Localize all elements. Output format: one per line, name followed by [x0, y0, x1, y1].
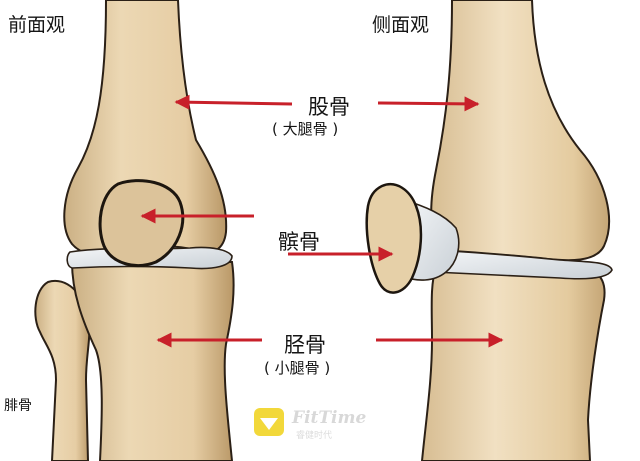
arrow-femur-left: [174, 94, 293, 110]
side-view-title: 侧面观: [372, 14, 430, 36]
meniscus-side: [431, 249, 613, 280]
femur-side: [430, 0, 611, 262]
tibia-front: [70, 261, 235, 461]
patella-side: [365, 183, 423, 294]
femur-label: 股骨: [308, 95, 350, 119]
watermark-brand: FitTime: [292, 408, 367, 428]
femur-alt-label: ( 大腿骨 ): [272, 120, 339, 138]
arrow-femur-right: [377, 96, 480, 112]
tibia-side: [420, 266, 606, 461]
fibula-label: 腓骨: [4, 398, 32, 414]
watermark-sub: 睿健时代: [296, 431, 333, 441]
front-view-title: 前面观: [8, 14, 66, 36]
tibia-label: 胫骨: [284, 333, 326, 357]
patella-front: [98, 179, 185, 267]
patella-label: 髌骨: [278, 230, 320, 254]
tibia-alt-label: ( 小腿骨 ): [264, 359, 331, 377]
